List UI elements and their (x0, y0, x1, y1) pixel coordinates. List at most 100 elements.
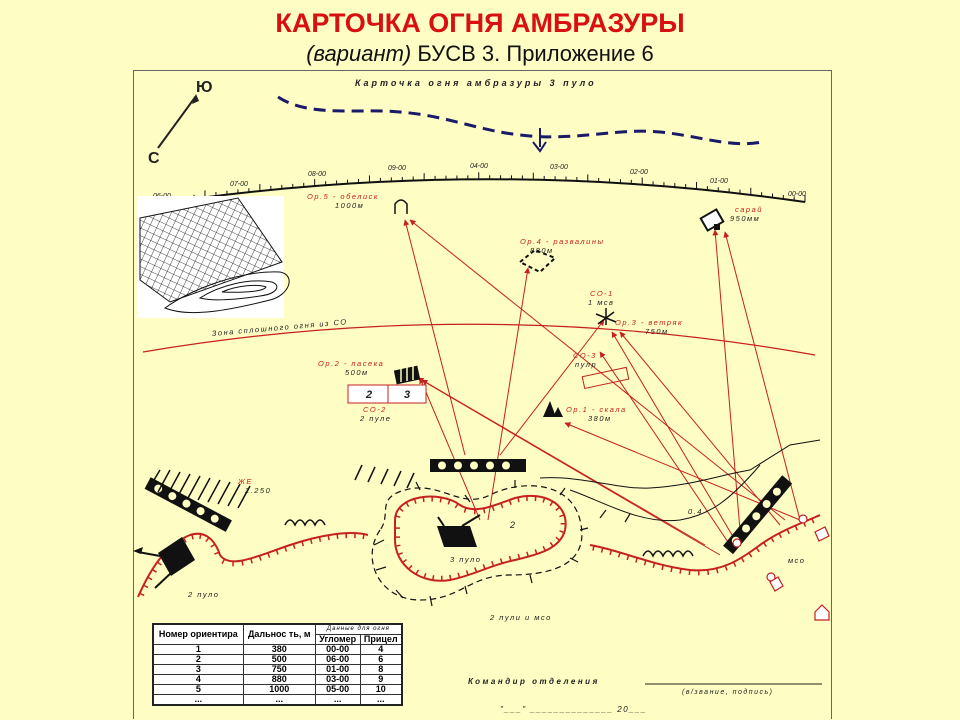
scale-label: 00-00 (788, 191, 806, 198)
table-cell: ... (359, 694, 403, 706)
trench-tooth (402, 558, 408, 564)
trench-tooth (284, 546, 288, 552)
trench-tooth (500, 502, 504, 509)
mg-position-icon (798, 514, 808, 524)
scale-label: 02-00 (630, 169, 648, 176)
trench-tooth (309, 538, 313, 544)
compass-arrow (157, 95, 197, 149)
barbed-wire-ring (371, 485, 583, 601)
trench-right (589, 514, 821, 572)
table-cell: 4 (359, 644, 403, 655)
trench-tooth (250, 558, 253, 564)
trench-tooth (405, 501, 410, 508)
trench-tooth (454, 503, 459, 509)
trench-tooth (549, 501, 554, 507)
table-row: ............ (152, 694, 403, 706)
firing-position-3-label: 3 пуло (450, 555, 481, 564)
table-cell: 03-00 (314, 674, 361, 685)
table-cell: 3 (152, 664, 244, 675)
trench-tooth (794, 525, 798, 531)
op1-label: Ор.1 - скала (566, 405, 627, 414)
op4-range: 880м (530, 246, 554, 255)
firing-position-2-msv-label: 2 пули и мсо (489, 613, 552, 622)
azimuth-scale-ticks (149, 172, 806, 205)
trench-tooth (555, 506, 561, 511)
trench-tooth (292, 543, 296, 549)
wire-coil-left (284, 519, 326, 527)
fire-data-table: Номер ориентира Дальнос ть, м Данные для… (152, 623, 403, 706)
windmill-icon (595, 308, 617, 325)
label-04: 0.4 (688, 507, 703, 516)
op2-label: Ор.2 - пасека (318, 359, 384, 368)
op5-label: Ор.5 - обелиск (307, 192, 379, 201)
barbed-wire-line-1 (539, 439, 821, 489)
table-cell: 10 (359, 684, 403, 695)
trench-tooth (241, 560, 244, 566)
table-cell: 9 (359, 674, 403, 685)
fire-line-op4 (487, 267, 531, 521)
op1-range: 380м (588, 414, 612, 423)
table-cell: ... (314, 694, 361, 706)
trench-tooth (755, 547, 760, 553)
scale-label: 03-00 (550, 164, 568, 171)
table-cell: 05-00 (314, 684, 361, 695)
op3-label: Ор.3 - ветряк (615, 318, 683, 327)
trench-tooth (661, 564, 664, 571)
trench-tooth (336, 533, 339, 539)
wire-coil-right (642, 550, 694, 558)
trench-tooth (724, 565, 728, 571)
zhe-label: ЖЕ (237, 477, 253, 486)
rock-icon (543, 401, 563, 417)
fire-line-co1 (499, 319, 605, 456)
trench-tooth (526, 551, 529, 557)
table-cell: 1 (152, 644, 244, 655)
hatched-obstacle-left (147, 469, 251, 509)
firing-position-2 (133, 537, 195, 589)
trench-tooth (770, 537, 775, 543)
subtitle-variant: (вариант) (306, 41, 412, 66)
col-header-angle: Угломер (314, 634, 361, 645)
trench-tooth (422, 496, 425, 503)
trench-tooth (327, 535, 330, 541)
fire-line-co3 (599, 351, 731, 546)
trench-tooth (517, 553, 521, 560)
trench-tooth (398, 507, 404, 512)
trench-tooth (600, 547, 604, 553)
trench-tooth (786, 528, 790, 535)
mg-bunker-icon (814, 604, 830, 621)
trench-tooth (397, 552, 403, 556)
trench-tooth (811, 518, 815, 524)
signature-hint: (в/звание, подпись) (682, 688, 773, 696)
trench-tooth (778, 532, 783, 539)
trench-tooth (301, 541, 305, 547)
fire-line-op5-b (409, 219, 786, 521)
inset-contour-1 (163, 271, 290, 314)
trench-tooth (609, 549, 613, 555)
trench-tooth (670, 566, 673, 573)
trench-tooth (652, 562, 656, 568)
barn-range: 950мм (730, 214, 760, 223)
trench-tooth (491, 561, 495, 567)
trench-tooth (626, 554, 630, 561)
trench-tooth (447, 499, 451, 505)
enemy-front-line (277, 95, 763, 146)
trench-tooth (457, 572, 461, 578)
inset-contour-3 (221, 284, 267, 293)
trench-tooth (439, 497, 442, 503)
co2-box (347, 384, 427, 404)
trench-tooth (139, 592, 145, 597)
fire-line-op2-c (421, 379, 706, 546)
table-cell: 06-00 (314, 654, 361, 665)
trench-tooth (210, 543, 216, 548)
trench-tooth (508, 499, 512, 505)
trench-tooth (267, 552, 271, 558)
page-subtitle: (вариант) БУСВ 3. Приложение 6 (0, 41, 960, 67)
table-cell: ... (242, 694, 316, 706)
apiary-icon (393, 365, 421, 385)
trench-tooth (534, 549, 538, 555)
scale-label: 07-00 (230, 181, 248, 188)
trench-tooth (199, 533, 202, 540)
